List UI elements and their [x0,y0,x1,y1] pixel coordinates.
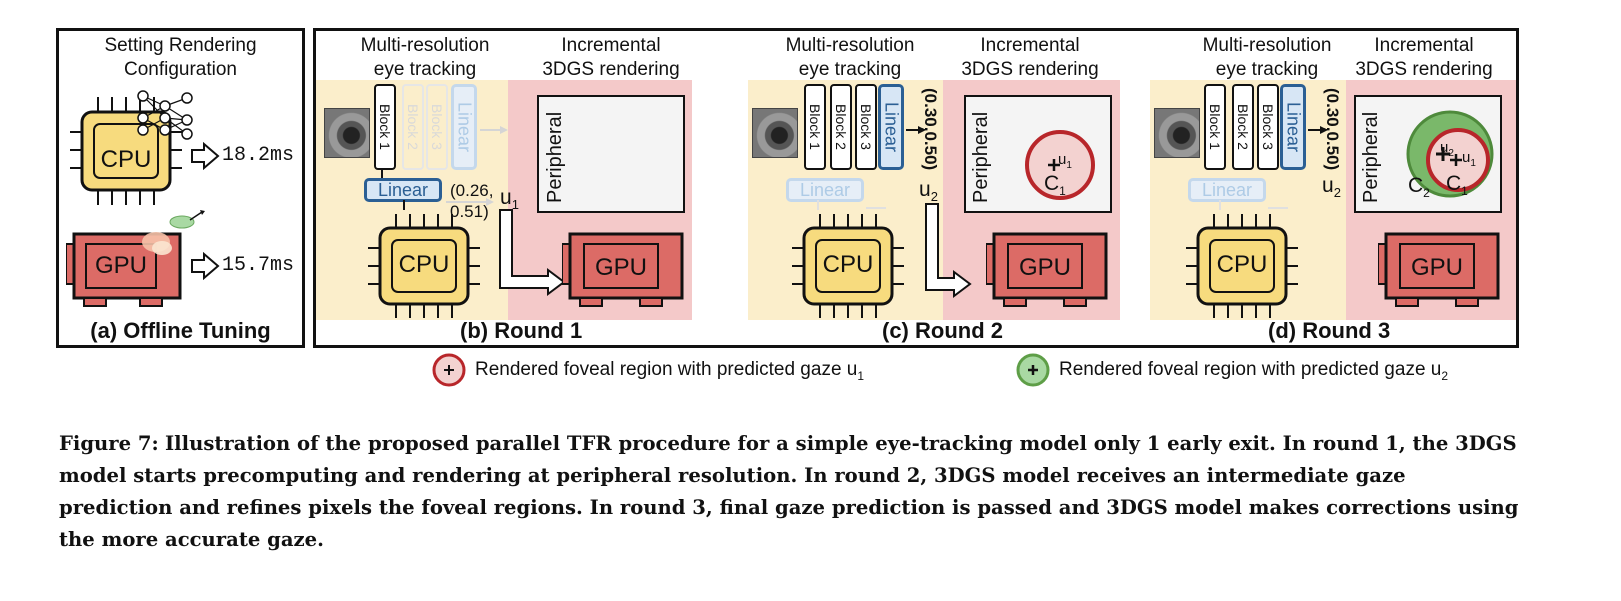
round3-u2-label: u2 [1440,139,1454,159]
cpu-chip-b [368,214,480,318]
arrow-icon-gpu [191,252,220,280]
caption-lead: Figure 7: [59,432,159,455]
round1-block-3: Block 3 [426,84,448,170]
gpu-card-b [562,232,684,307]
round1-coords-l1: (0.26, [450,181,494,200]
cpu-time: 18.2ms [222,144,295,167]
cpu-chip-c [792,214,904,318]
caption-body: Illustration of the proposed parallel TF… [59,432,1519,551]
round3-linear-exit: Linear [1188,178,1266,202]
round1-left-heading-l2: eye tracking [373,59,477,80]
cpu-label-c: CPU [822,251,874,278]
rounds-panel [313,28,1519,348]
render-splat-icon [142,210,205,255]
round1-coords-l2: 0.51) [450,202,489,221]
round1-right-heading-l2: 3DGS rendering [542,59,680,80]
eye-image-2 [752,108,798,158]
round3-left-heading-l1: Multi-resolution [1202,35,1332,56]
arrow-icon-cpu [191,142,220,170]
round3-block-3: Block 3 [1257,84,1279,170]
gpu-label-a: GPU [94,252,147,279]
eye-image-3 [1154,108,1200,158]
round3-label: (d) Round 3 [1268,318,1391,343]
round1-linear-exit: Linear [364,178,442,202]
gpu-time: 15.7ms [222,254,295,277]
round3-u1-label: u1 [1462,149,1476,169]
round2-block-1: Block 1 [804,84,826,170]
cpu-label-b: CPU [398,251,450,278]
round3-foveal-circles [1406,110,1494,198]
legend-red-icon [432,353,466,387]
cpu-label-a: CPU [100,146,152,173]
round2-foveal-circle [1025,130,1095,200]
gpu-label-d: GPU [1410,254,1463,281]
round1-block-2: Block 2 [402,84,424,170]
round2-label: (c) Round 2 [882,318,1003,343]
legend-green-text: Rendered foveal region with predicted ga… [1059,359,1449,383]
panel-a [56,28,305,348]
round3-left-heading-l2: eye tracking [1215,59,1319,80]
round1-peripheral-label: Peripheral [544,111,566,203]
round2-coords: (0.30,0.50) [921,88,940,171]
round2-u1-label: u1 [1058,151,1072,171]
eye-image-1 [324,108,370,158]
gpu-card-c [986,232,1108,307]
round2-left-heading-l1: Multi-resolution [785,35,915,56]
round3-right-heading-l1: Incremental [1374,35,1474,56]
neural-net-icon [137,90,193,140]
round2-linear-final: Linear [878,84,904,170]
round2-c1-label: C1 [1044,172,1066,199]
figure-caption: Figure 7: Illustration of the proposed p… [59,428,1519,556]
round3-block-1: Block 1 [1204,84,1226,170]
gpu-label-c: GPU [1018,254,1071,281]
round1-block-1: Block 1 [374,84,396,170]
round2-u-label: u2 [919,178,938,205]
round1-linear-final: Linear [451,84,477,170]
round3-coords: (0.30,0.50) [1323,88,1342,171]
round2-right-heading-l1: Incremental [980,35,1080,56]
panel-a-label: (a) Offline Tuning [90,318,271,343]
cpu-label-d: CPU [1216,251,1268,278]
round3-c1-label: C1 [1446,172,1468,199]
round2-left-heading-l2: eye tracking [798,59,902,80]
round3-u-label: u2 [1322,174,1341,201]
round2-block-3: Block 3 [855,84,877,170]
round3-block-2: Block 2 [1232,84,1254,170]
panel-a-heading-l2: Configuration [123,59,238,80]
round3-peripheral-label: Peripheral [1360,111,1382,203]
round2-right-heading-l2: 3DGS rendering [961,59,1099,80]
gpu-label-b: GPU [594,254,647,281]
round2-linear-exit: Linear [786,178,864,202]
round3-right-heading-l2: 3DGS rendering [1355,59,1493,80]
cpu-chip-d [1186,214,1298,318]
round3-c2-label: C2 [1408,174,1430,201]
round2-peripheral-label: Peripheral [970,111,992,203]
round2-block-2: Block 2 [830,84,852,170]
round1-left-heading-l1: Multi-resolution [360,35,490,56]
legend-green-icon [1016,353,1050,387]
round3-arrows [1219,126,1328,210]
panel-a-heading-l1: Setting Rendering [104,35,257,56]
round1-arrows [381,126,566,296]
round1-render-frame [537,95,685,213]
round1-u-label: u1 [500,186,519,213]
legend-red-text: Rendered foveal region with predicted ga… [475,359,865,383]
round2-arrows [817,126,972,298]
round3-linear-final: Linear [1280,84,1306,170]
gpu-card-a [66,232,182,307]
round1-right-heading-l1: Incremental [561,35,661,56]
gpu-card-d [1378,232,1500,307]
round1-label: (b) Round 1 [460,318,583,343]
